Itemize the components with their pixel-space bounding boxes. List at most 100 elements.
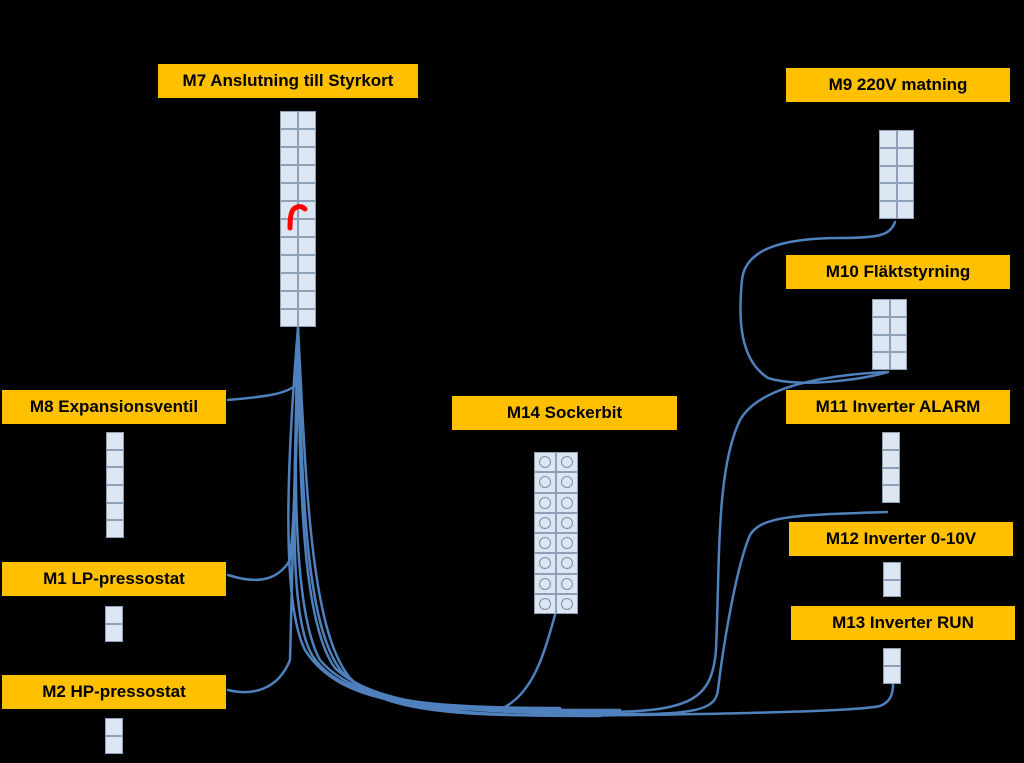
terminal-cell [106,520,124,538]
terminal-cell [534,452,556,473]
terminal-cell [280,111,298,129]
wire-m7-m13 [296,326,895,717]
terminal-cell [280,147,298,165]
label-m14: M14 Sockerbit [452,396,677,430]
terminal-cell [556,512,578,533]
terminal-cell [534,573,556,594]
terminal-cell [556,533,578,554]
terminal-cell [280,273,298,291]
terminal-cell [883,562,901,580]
terminal-cell [883,666,901,684]
terminal-block-m13 [883,648,901,684]
terminal-cell [298,129,316,147]
wire-m7-bundle-a [293,326,562,710]
terminal-block-m11 [882,432,900,503]
terminal-cell [879,130,897,148]
terminal-cell [534,472,556,493]
label-m2: M2 HP-pressostat [2,675,226,709]
terminal-cell [280,255,298,273]
terminal-cell [298,273,316,291]
label-m9: M9 220V matning [786,68,1010,102]
terminal-cell [896,130,914,148]
terminal-cell [106,502,124,521]
terminal-block-m10 [872,299,907,370]
terminal-block-m12 [883,562,901,597]
terminal-cell [298,219,316,237]
terminal-cell [889,316,907,335]
label-m1: M1 LP-pressostat [2,562,226,596]
terminal-cell [556,492,578,513]
terminal-cell [556,553,578,574]
terminal-cell [105,624,123,642]
terminal-cell [280,309,298,327]
terminal-cell [883,579,901,597]
terminal-cell [872,334,890,353]
terminal-cell [105,606,123,624]
terminal-block-m9 [879,130,914,219]
wire-m14 [503,613,557,709]
terminal-cell [882,449,900,468]
terminal-cell [298,309,316,327]
terminal-cell [556,472,578,493]
terminal-block-m7 [280,111,316,327]
terminal-cell [106,484,124,503]
terminal-cell [883,648,901,666]
wire-m8 [226,326,300,402]
terminal-cell [280,165,298,183]
terminal-cell [872,299,890,317]
terminal-cell [534,533,556,554]
label-m12: M12 Inverter 0-10V [789,522,1013,556]
terminal-cell [879,165,897,184]
terminal-cell [534,553,556,574]
terminal-cell [889,334,907,353]
terminal-cell [298,183,316,201]
terminal-cell [534,512,556,533]
terminal-cell [872,316,890,335]
label-m11: M11 Inverter ALARM [786,390,1010,424]
terminal-cell [106,467,124,485]
terminal-cell [889,299,907,317]
terminal-cell [882,432,900,450]
terminal-cell [280,291,298,309]
terminal-cell [298,237,316,255]
terminal-cell [280,237,298,255]
terminal-cell [889,352,907,370]
wire-m9-m10-loop [739,220,897,384]
terminal-cell [298,255,316,273]
terminal-cell [896,165,914,184]
terminal-cell [298,147,316,165]
terminal-cell [105,736,123,754]
terminal-block-m2 [105,718,123,754]
terminal-cell [882,467,900,486]
wire-m7-m12 [296,326,889,716]
terminal-block-m1 [105,606,123,642]
terminal-cell [872,352,890,370]
terminal-cell [556,452,578,473]
wire-m7-m10 [287,326,887,714]
label-m8: M8 Expansionsventil [2,390,226,424]
terminal-cell [298,291,316,309]
terminal-block-m8 [106,432,124,538]
terminal-cell [556,593,578,614]
terminal-cell [280,183,298,201]
terminal-cell [879,147,897,166]
label-m7: M7 Anslutning till Styrkort [158,64,418,98]
terminal-cell [896,201,914,219]
red-hook-marker-icon [287,204,308,231]
terminal-cell [882,485,900,503]
terminal-block-m14 [534,452,578,614]
terminal-cell [534,593,556,614]
terminal-cell [879,183,897,202]
terminal-cell [280,129,298,147]
terminal-cell [556,573,578,594]
terminal-cell [298,111,316,129]
label-m10: M10 Fläktstyrning [786,255,1010,289]
terminal-cell [106,432,124,450]
terminal-cell [896,147,914,166]
terminal-cell [298,165,316,183]
terminal-cell [105,718,123,736]
terminal-cell [879,201,897,219]
label-m13: M13 Inverter RUN [791,606,1015,640]
